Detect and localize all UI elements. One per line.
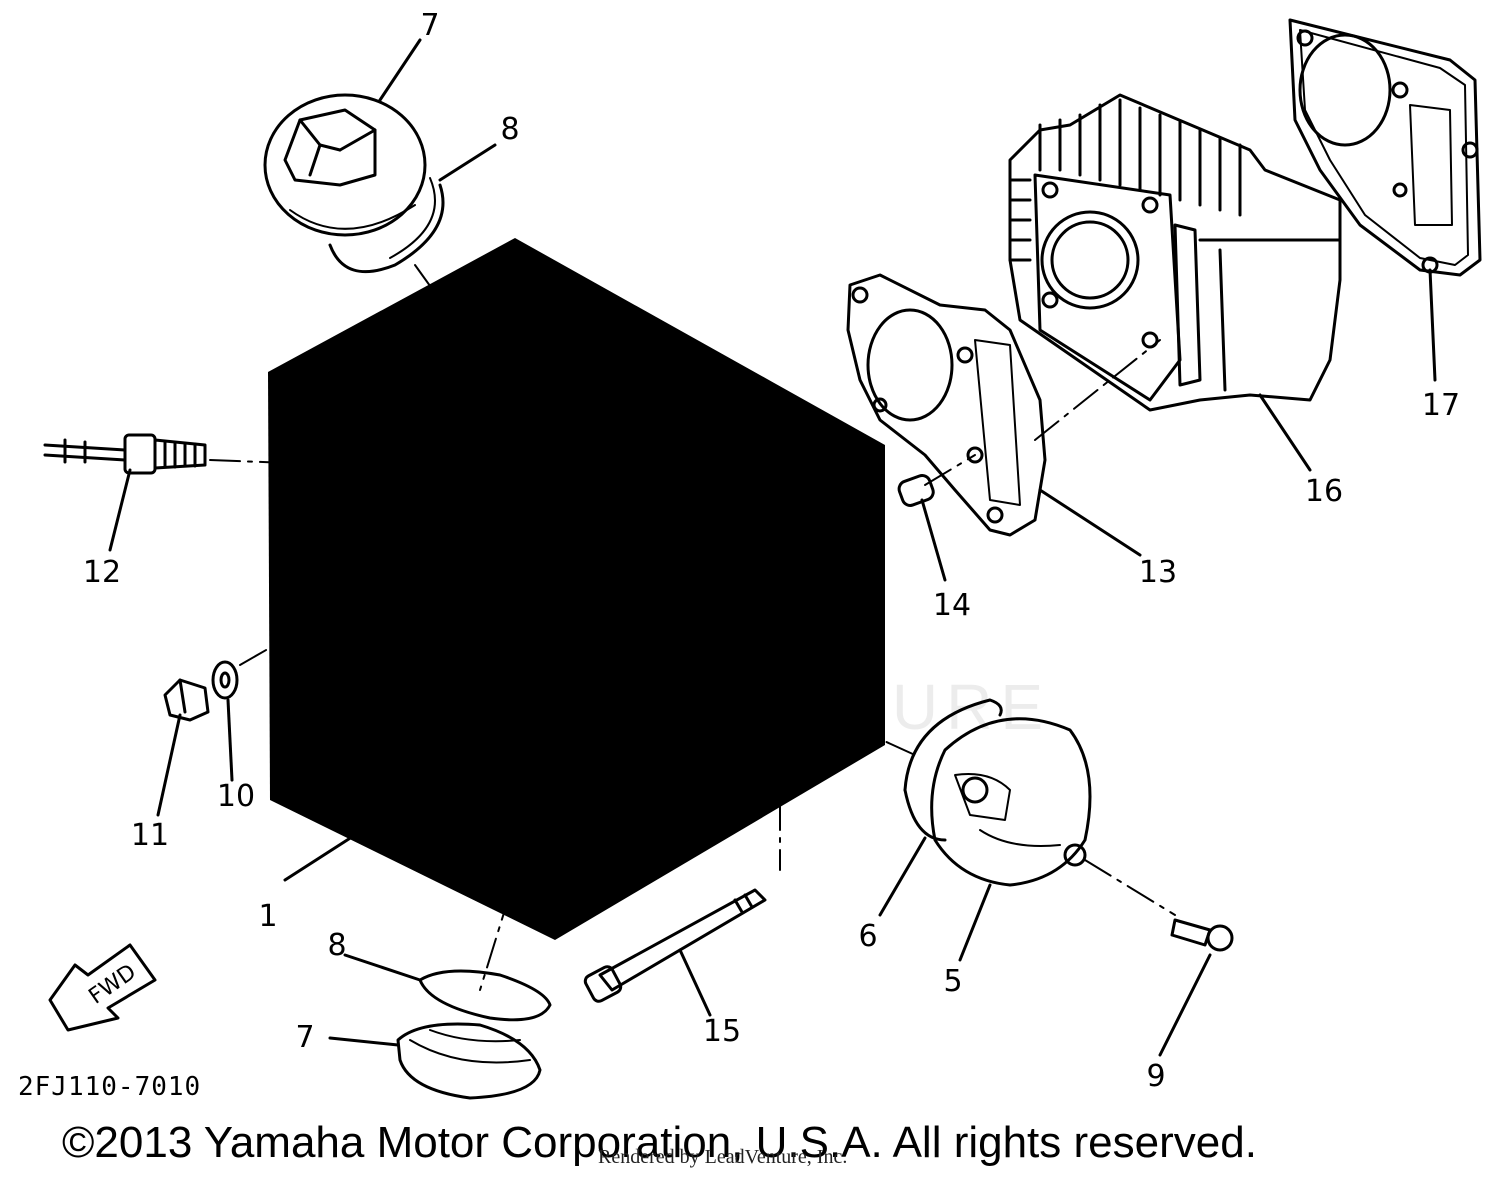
leader-lines — [108, 38, 1437, 1057]
filler-plug-top — [263, 93, 427, 237]
copyright-notice: ©2013 Yamaha Motor Corporation, U.S.A. A… — [62, 1118, 1257, 1167]
o-ring-side — [903, 698, 1003, 842]
assembly-boundary — [268, 238, 885, 940]
callout-3-lower: 3 — [400, 755, 420, 790]
callout-8-lower: 8 — [327, 928, 347, 963]
callout-11: 11 — [130, 818, 170, 853]
base-gasket — [1288, 18, 1482, 277]
part-code: 2FJ110-7010 — [18, 1072, 202, 1102]
clip-lower — [477, 819, 493, 835]
callout-2-lower: 2 — [450, 688, 470, 723]
callout-14: 14 — [932, 588, 972, 623]
callout-2-top: 2 — [404, 353, 424, 388]
callout-9: 9 — [1146, 1059, 1166, 1094]
side-cover — [930, 717, 1092, 887]
callout-5: 5 — [943, 964, 963, 999]
head-gasket — [846, 273, 1047, 537]
callout-13: 13 — [1138, 555, 1178, 590]
callout-3-top: 3 — [325, 348, 345, 383]
callout-1: 1 — [258, 899, 278, 934]
valve-guide-lower — [478, 738, 547, 817]
valve-guide-top — [368, 436, 442, 462]
filler-plug-lower — [396, 1022, 542, 1100]
o-ring-lower — [418, 969, 552, 1022]
callout-4: 4 — [676, 796, 696, 831]
callout-10: 10 — [216, 779, 256, 814]
dowel-pin — [897, 474, 935, 507]
o-ring-top — [328, 177, 445, 274]
callout-16: 16 — [1304, 474, 1344, 509]
long-bolt — [583, 888, 767, 1003]
cylinder-head — [463, 373, 837, 712]
callout-7-lower: 7 — [295, 1020, 315, 1055]
screw — [1170, 918, 1234, 952]
callout-6: 6 — [858, 919, 878, 954]
callout-12: 12 — [82, 555, 122, 590]
washer — [211, 660, 239, 700]
watermark: LEADVENTURE — [490, 671, 1051, 743]
assembly-lines — [209, 264, 1176, 991]
callout-8-top: 8 — [500, 112, 520, 147]
drain-bolt — [163, 678, 210, 722]
callout-15: 15 — [702, 1014, 742, 1049]
stud-bolt — [603, 733, 647, 797]
callout-17: 17 — [1421, 388, 1461, 423]
cylinder — [1008, 93, 1342, 412]
render-credit: Rendered by LeadVenture, Inc. — [598, 1146, 848, 1168]
spark-plug — [43, 433, 207, 475]
callout-7-top: 7 — [420, 8, 440, 43]
fwd-arrow — [48, 943, 157, 1032]
